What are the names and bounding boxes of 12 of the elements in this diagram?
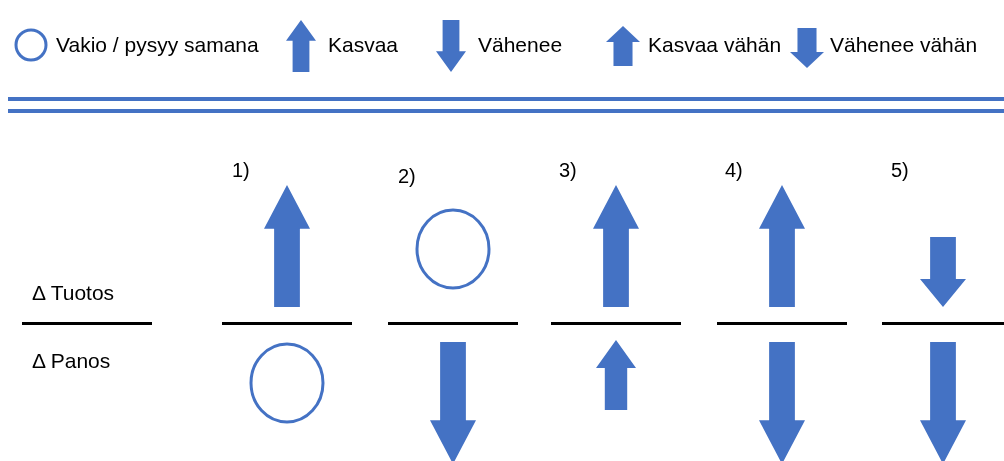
step-number: 3): [559, 160, 577, 180]
legend-label: Vähenee vähän: [830, 34, 978, 55]
legend-label: Kasvaa: [328, 34, 399, 55]
legend-label: Vakio / pysyy samana: [56, 34, 259, 55]
ratio-denominator: Δ Panos: [32, 350, 111, 371]
step-number: 4): [725, 160, 743, 180]
step-number: 5): [891, 160, 909, 180]
legend-label: Vähenee: [478, 34, 563, 55]
step-number: 1): [232, 160, 250, 180]
ratio-numerator: Δ Tuotos: [32, 282, 115, 303]
legend-label: Kasvaa vähän: [648, 34, 782, 55]
step-number: 2): [398, 166, 416, 186]
